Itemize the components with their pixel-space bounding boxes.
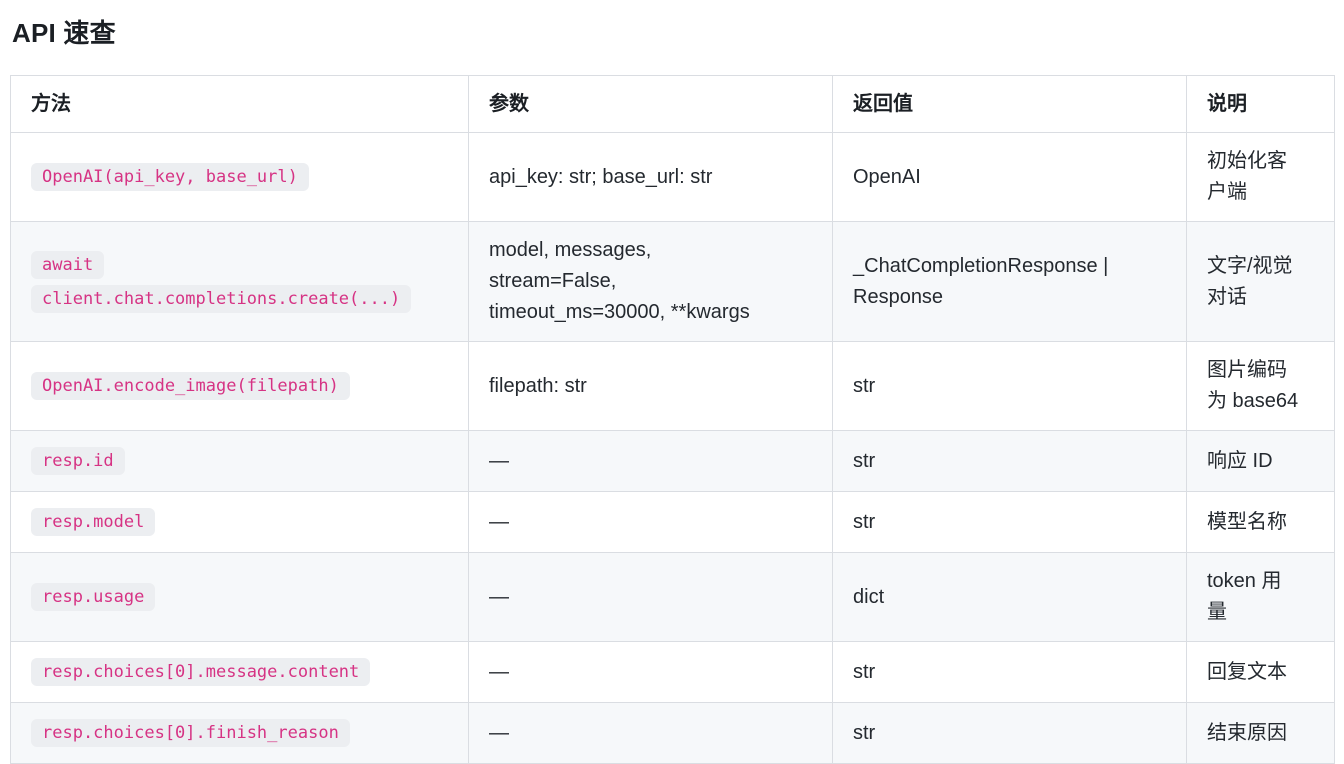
description-cell: 回复文本 xyxy=(1186,641,1335,703)
description-cell: 模型名称 xyxy=(1186,491,1335,553)
returns-text: str xyxy=(853,510,876,533)
description-text: 初始化客 户端 xyxy=(1207,150,1287,203)
params-cell: — xyxy=(468,491,833,553)
table-row: resp.choices[0].finish_reason — str 结束原因 xyxy=(10,702,1335,764)
returns-cell: str xyxy=(832,702,1187,764)
table-row: OpenAI.encode_image(filepath) filepath: … xyxy=(10,341,1335,431)
method-code-chip: resp.id xyxy=(31,447,125,475)
method-code-chip: resp.choices[0].finish_reason xyxy=(31,719,350,747)
returns-cell: OpenAI xyxy=(832,132,1187,222)
description-text: 模型名称 xyxy=(1207,510,1287,533)
method-code-chip: resp.usage xyxy=(31,583,156,611)
returns-text: str xyxy=(853,374,876,397)
description-text: 回复文本 xyxy=(1207,660,1287,683)
params-text: filepath: str xyxy=(489,374,587,397)
returns-cell: str xyxy=(832,491,1187,553)
returns-cell: _ChatCompletionResponse | Response xyxy=(832,221,1187,342)
description-text: token 用 量 xyxy=(1207,570,1282,623)
description-cell: 文字/视觉 对话 xyxy=(1186,221,1335,342)
description-text: 图片编码 为 base64 xyxy=(1207,359,1299,412)
returns-text: str xyxy=(853,449,876,472)
method-cell: resp.choices[0].message.content xyxy=(10,641,469,703)
returns-text: str xyxy=(853,721,876,744)
description-cell: 初始化客 户端 xyxy=(1186,132,1335,222)
column-header-params: 参数 xyxy=(468,75,833,133)
params-cell: — xyxy=(468,430,833,492)
description-text: 文字/视觉 对话 xyxy=(1207,254,1293,308)
returns-cell: str xyxy=(832,341,1187,431)
method-code-chip: resp.choices[0].message.content xyxy=(31,658,371,686)
table-body: OpenAI(api_key, base_url) api_key: str; … xyxy=(10,132,1335,764)
description-cell: 结束原因 xyxy=(1186,702,1335,764)
params-text: — xyxy=(489,449,509,472)
method-cell: OpenAI(api_key, base_url) xyxy=(10,132,469,222)
method-cell: resp.model xyxy=(10,491,469,553)
returns-cell: str xyxy=(832,430,1187,492)
table-header-row: 方法 参数 返回值 说明 xyxy=(10,75,1335,133)
method-cell: await client.chat.completions.create(...… xyxy=(10,221,469,342)
table-row: resp.choices[0].message.content — str 回复… xyxy=(10,641,1335,703)
description-cell: token 用 量 xyxy=(1186,552,1335,642)
column-header-description: 说明 xyxy=(1186,75,1335,133)
params-cell: — xyxy=(468,702,833,764)
table-row: resp.usage — dict token 用 量 xyxy=(10,552,1335,642)
method-code-chip: resp.model xyxy=(31,508,156,536)
description-cell: 响应 ID xyxy=(1186,430,1335,492)
method-code-chip: OpenAI(api_key, base_url) xyxy=(31,163,309,191)
params-text: — xyxy=(489,510,509,533)
params-cell: model, messages, stream=False, timeout_m… xyxy=(468,221,833,342)
params-text: api_key: str; base_url: str xyxy=(489,165,713,188)
params-cell: — xyxy=(468,641,833,703)
returns-text: OpenAI xyxy=(853,165,921,188)
method-code-chip: await client.chat.completions.create(...… xyxy=(31,250,412,313)
method-code-chip: OpenAI.encode_image(filepath) xyxy=(31,372,350,400)
method-cell: resp.usage xyxy=(10,552,469,642)
table-row: resp.model — str 模型名称 xyxy=(10,491,1335,553)
params-text: — xyxy=(489,721,509,744)
method-cell: OpenAI.encode_image(filepath) xyxy=(10,341,469,431)
table-row: await client.chat.completions.create(...… xyxy=(10,221,1335,342)
params-cell: filepath: str xyxy=(468,341,833,431)
params-text: — xyxy=(489,585,509,608)
returns-cell: dict xyxy=(832,552,1187,642)
method-cell: resp.id xyxy=(10,430,469,492)
returns-cell: str xyxy=(832,641,1187,703)
description-text: 结束原因 xyxy=(1207,721,1287,744)
table-header: 方法 参数 返回值 说明 xyxy=(10,75,1335,133)
params-text: — xyxy=(489,660,509,683)
column-header-method: 方法 xyxy=(10,75,469,133)
description-cell: 图片编码 为 base64 xyxy=(1186,341,1335,431)
description-text: 响应 ID xyxy=(1207,449,1273,472)
page-title: API 速查 xyxy=(12,18,116,48)
table-row: OpenAI(api_key, base_url) api_key: str; … xyxy=(10,132,1335,222)
params-cell: api_key: str; base_url: str xyxy=(468,132,833,222)
method-cell: resp.choices[0].finish_reason xyxy=(10,702,469,764)
params-text: model, messages, stream=False, timeout_m… xyxy=(489,239,750,323)
returns-text: _ChatCompletionResponse | Response xyxy=(853,254,1109,308)
column-header-returns: 返回值 xyxy=(832,75,1187,133)
api-quick-reference-table: 方法 参数 返回值 说明 OpenAI(api_key, base_url) a… xyxy=(10,75,1335,764)
table-row: resp.id — str 响应 ID xyxy=(10,430,1335,492)
returns-text: str xyxy=(853,660,876,683)
returns-text: dict xyxy=(853,585,885,608)
params-cell: — xyxy=(468,552,833,642)
